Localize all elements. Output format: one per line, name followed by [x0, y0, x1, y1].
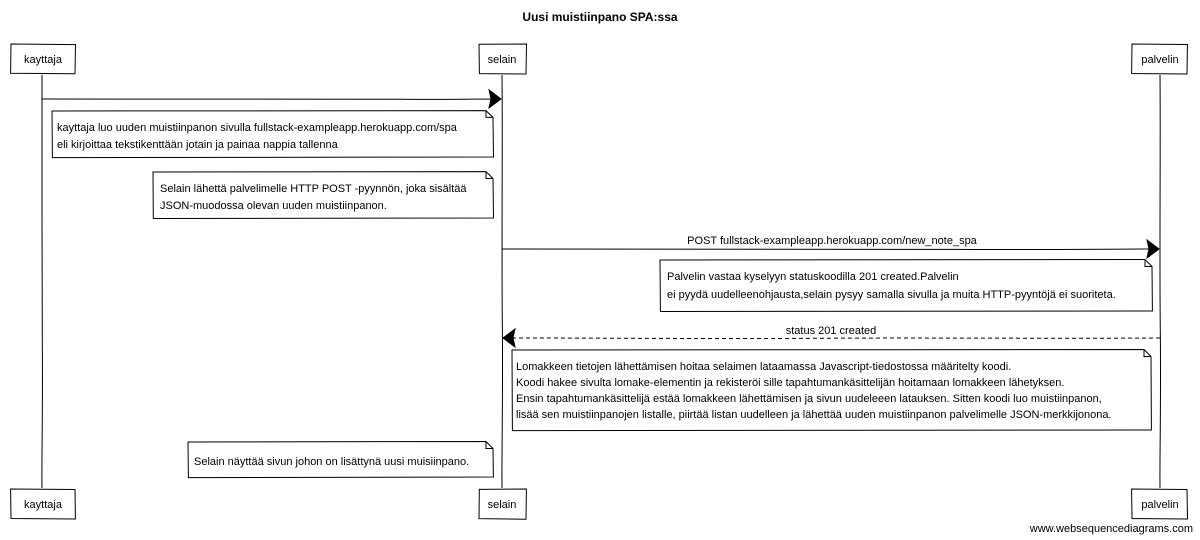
diagram-title: Uusi muistiinpano SPA:ssa: [522, 10, 677, 24]
message-selain-to-palvelin: POST fullstack-exampleapp.herokuapp.com/…: [501, 235, 1159, 250]
lifeline-palvelin: [1159, 74, 1162, 489]
credit-text: www.websequencediagrams.com: [1029, 523, 1193, 535]
participant-top-selain: selain: [478, 43, 528, 75]
note-4-line-4: lisää sen muistiinpanojen listalle, piir…: [516, 409, 1112, 421]
svg-text:kayttaja: kayttaja: [24, 54, 63, 66]
participant-bottom-kayttaja: kayttaja: [10, 488, 76, 520]
note-2-line-2: JSON-muodossa olevan uuden muistiinpanon…: [160, 200, 387, 212]
message-palvelin-to-selain: status 201 created: [503, 325, 1161, 339]
note-selain-shows-page: Selain näyttää sivun johon on lisättynä …: [187, 440, 494, 479]
note-1-line-1: kayttaja luo uuden muistiinpanon sivulla…: [57, 122, 458, 134]
participant-top-kayttaja: kayttaja: [10, 43, 77, 75]
note-4-line-2: Koodi hakee sivulta lomake-elementin ja …: [516, 377, 1064, 389]
lifelines: [41, 74, 1162, 489]
note-1-line-2: eli kirjoittaa tekstikenttään jotain ja …: [57, 139, 339, 151]
svg-text:palvelin: palvelin: [1141, 54, 1178, 66]
svg-text:selain: selain: [488, 54, 517, 66]
participant-top-palvelin: palvelin: [1131, 43, 1188, 75]
svg-text:selain: selain: [488, 499, 517, 511]
svg-text:kayttaja: kayttaja: [24, 499, 63, 511]
participant-bottom-palvelin: palvelin: [1131, 488, 1189, 520]
note-4-line-1: Lomakkeen tietojen lähettämisen hoitaa s…: [516, 361, 1011, 373]
note-3-line-1: Palvelin vastaa kyselyyn statuskoodilla …: [667, 271, 959, 283]
note-selain-sends-post: Selain lähettä palvelimelle HTTP POST -p…: [152, 171, 495, 220]
note-kayttaja-creates-note: kayttaja luo uuden muistiinpanon sivulla…: [51, 110, 495, 159]
note-3-line-2: ei pyydä uudelleenohjausta,selain pysyy …: [667, 289, 1116, 301]
note-5-line-1: Selain näyttää sivun johon on lisättynä …: [194, 456, 469, 468]
lifeline-kayttaja: [41, 74, 43, 489]
participant-bottom-selain: selain: [478, 488, 527, 520]
lifeline-selain: [501, 74, 504, 489]
svg-text:palvelin: palvelin: [1141, 499, 1178, 511]
message-status-label: status 201 created: [786, 325, 877, 337]
note-javascript-handles-form: Lomakkeen tietojen lähettämisen hoitaa s…: [511, 348, 1152, 432]
note-palvelin-responds: Palvelin vastaa kyselyyn statuskoodilla …: [659, 258, 1153, 313]
note-2-line-1: Selain lähettä palvelimelle HTTP POST -p…: [160, 183, 467, 195]
note-4-line-3: Ensin tapahtumankäsittelijä estää lomakk…: [516, 393, 1102, 405]
message-post-label: POST fullstack-exampleapp.herokuapp.com/…: [687, 235, 978, 247]
